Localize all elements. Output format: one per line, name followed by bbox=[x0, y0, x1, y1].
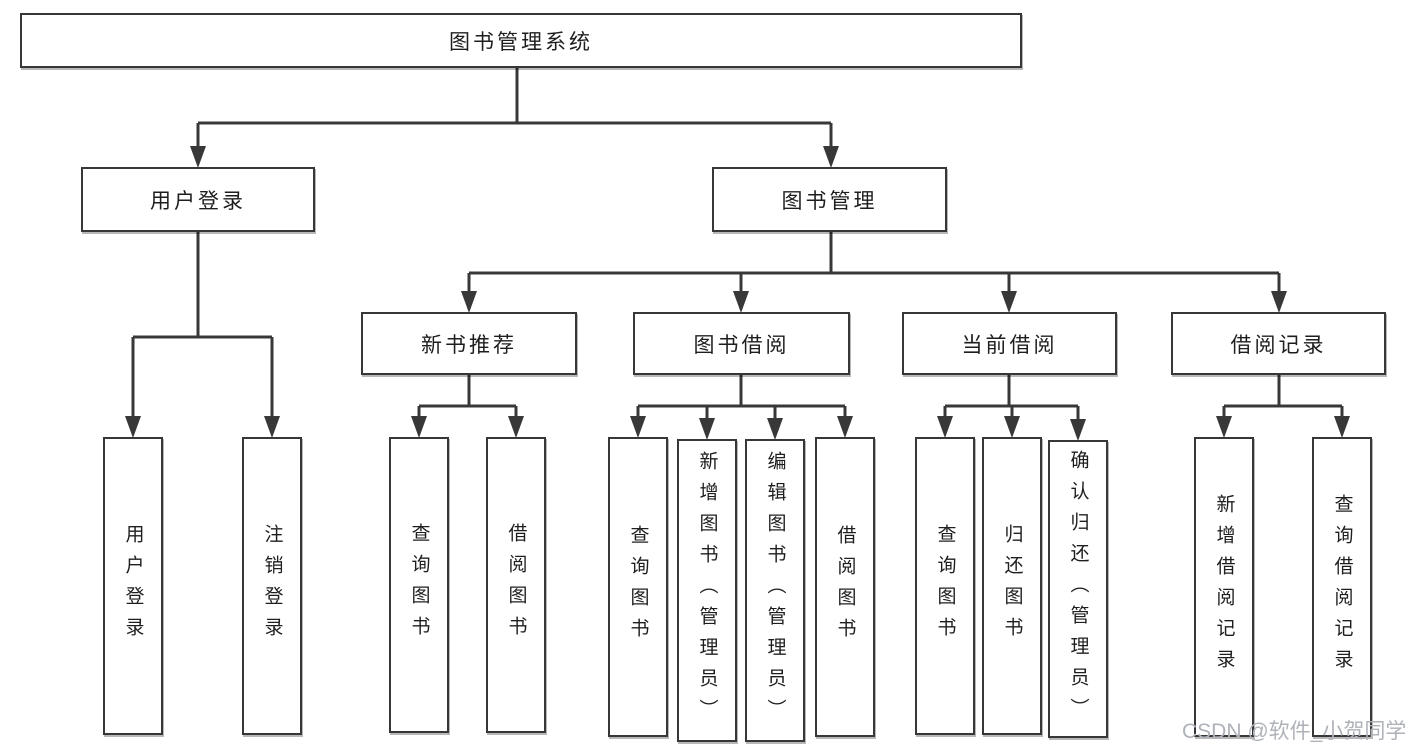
node-new-book-recommend: 新书推荐 bbox=[361, 312, 577, 375]
node-label: 图书借阅 bbox=[693, 333, 790, 357]
node-leaf-confirm-return-admin: 确认归还（管理员） bbox=[1048, 440, 1108, 738]
node-label: 查询借阅记录 bbox=[1331, 494, 1353, 680]
node-label: 新增图书（管理员） bbox=[696, 451, 718, 730]
node-label: 查询图书 bbox=[627, 525, 649, 649]
node-leaf-edit-books-admin: 编辑图书（管理员） bbox=[745, 439, 805, 742]
node-leaf-query-borrow-record: 查询借阅记录 bbox=[1312, 437, 1372, 737]
node-label: 新增借阅记录 bbox=[1213, 494, 1235, 680]
node-leaf-newbook-borrow-books: 借阅图书 bbox=[486, 437, 546, 733]
node-current-borrowing: 当前借阅 bbox=[902, 312, 1117, 375]
csdn-watermark: CSDN @软件_小贺同学 bbox=[1182, 720, 1405, 743]
node-label: 当前借阅 bbox=[961, 333, 1058, 357]
node-leaf-borrowing-query-books: 查询图书 bbox=[608, 437, 668, 737]
node-label: 归还图书 bbox=[1001, 524, 1023, 648]
arrowhead-icons bbox=[125, 146, 1350, 441]
node-label: 编辑图书（管理员） bbox=[764, 451, 786, 730]
node-leaf-user-login: 用户登录 bbox=[103, 437, 163, 735]
node-label: 注销登录 bbox=[261, 524, 283, 648]
node-user-login: 用户登录 bbox=[81, 167, 315, 232]
node-label: 借阅图书 bbox=[505, 523, 527, 647]
node-label: 确认归还（管理员） bbox=[1067, 449, 1089, 729]
node-leaf-borrowing-borrow-books: 借阅图书 bbox=[815, 437, 875, 737]
node-label: 用户登录 bbox=[122, 524, 144, 648]
node-book-management: 图书管理 bbox=[712, 167, 947, 232]
node-leaf-newbook-query-books: 查询图书 bbox=[389, 437, 449, 733]
node-borrowing-records: 借阅记录 bbox=[1171, 312, 1386, 375]
node-label: 新书推荐 bbox=[421, 333, 517, 357]
node-library-management-system: 图书管理系统 bbox=[20, 13, 1022, 68]
node-leaf-add-books-admin: 新增图书（管理员） bbox=[677, 439, 737, 742]
node-label: 图书管理系统 bbox=[449, 30, 593, 54]
node-label: 借阅记录 bbox=[1230, 333, 1327, 357]
connector-lines bbox=[131, 66, 1344, 423]
node-leaf-add-borrow-record: 新增借阅记录 bbox=[1194, 437, 1254, 737]
node-leaf-return-books: 归还图书 bbox=[982, 437, 1042, 735]
node-label: 用户登录 bbox=[150, 189, 246, 213]
node-label: 借阅图书 bbox=[834, 525, 856, 649]
node-label: 查询图书 bbox=[934, 524, 956, 648]
node-book-borrowing: 图书借阅 bbox=[633, 312, 850, 375]
node-label: 查询图书 bbox=[408, 523, 430, 647]
node-leaf-current-query-books: 查询图书 bbox=[915, 437, 975, 735]
node-label: 图书管理 bbox=[781, 189, 878, 213]
node-leaf-logout: 注销登录 bbox=[242, 437, 302, 735]
